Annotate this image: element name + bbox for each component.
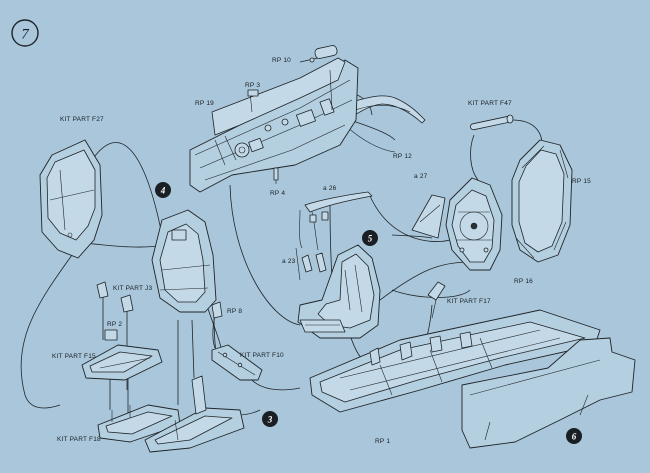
part-rp15-frame — [511, 139, 573, 263]
part-side-panel — [461, 337, 636, 449]
badge-3: 3 — [262, 411, 278, 427]
part-kit-f27-box — [39, 139, 103, 259]
label-a26: a 26 — [323, 185, 337, 192]
label-rp15: RP 15 — [572, 178, 591, 185]
label-rp19: RP 19 — [195, 100, 214, 107]
svg-text:4: 4 — [160, 186, 166, 196]
part-kit-f15-tray — [81, 344, 163, 381]
label-kit-f27: KIT PART F27 — [60, 116, 104, 123]
part-pedal-assembly — [144, 375, 245, 453]
part-seat — [295, 191, 381, 339]
label-a23: a 23 — [282, 258, 296, 265]
label-rp4: RP 4 — [270, 190, 285, 197]
svg-text:6: 6 — [572, 432, 577, 442]
part-rp1-floor — [309, 281, 601, 413]
label-rp2: RP 2 — [107, 321, 122, 328]
label-kit-f10: KIT PART F10 — [240, 352, 284, 359]
label-kit-f17: KIT PART F17 — [447, 298, 491, 305]
badge-6: 6 — [566, 428, 582, 444]
badge-4: 4 — [155, 182, 171, 198]
label-rp8: RP 8 — [227, 308, 242, 315]
part-bulkhead-frame — [151, 209, 217, 313]
part-kit-f10-rail — [211, 301, 263, 381]
svg-text:5: 5 — [368, 234, 373, 244]
part-rp19-rear-frame — [189, 45, 359, 193]
label-kit-f15: KIT PART F15 — [52, 353, 96, 360]
label-rp12: RP 12 — [393, 153, 412, 160]
label-rp10: RP 10 — [272, 57, 291, 64]
part-kit-j3 — [96, 281, 134, 341]
label-rp1: RP 1 — [375, 438, 390, 445]
label-rp16: RP 16 — [514, 278, 533, 285]
part-labels: RP 10 RP 3 RP 19 RP 12 RP 4 KIT PART F47… — [52, 57, 591, 445]
svg-text:3: 3 — [267, 415, 273, 425]
part-a27-wedge — [411, 194, 446, 239]
label-a27: a 27 — [414, 173, 428, 180]
part-kit-f47-rod — [469, 114, 514, 131]
label-kit-f47: KIT PART F47 — [468, 100, 512, 107]
step-number: 7 — [21, 27, 30, 43]
step-indicator: 7 — [11, 19, 39, 47]
label-kit-f18: KIT PART F18 — [57, 436, 101, 443]
part-rp16-plate — [445, 177, 503, 271]
label-rp3: RP 3 — [245, 82, 260, 89]
label-kit-j3: KIT PART J3 — [113, 285, 152, 292]
badge-5: 5 — [362, 230, 378, 246]
